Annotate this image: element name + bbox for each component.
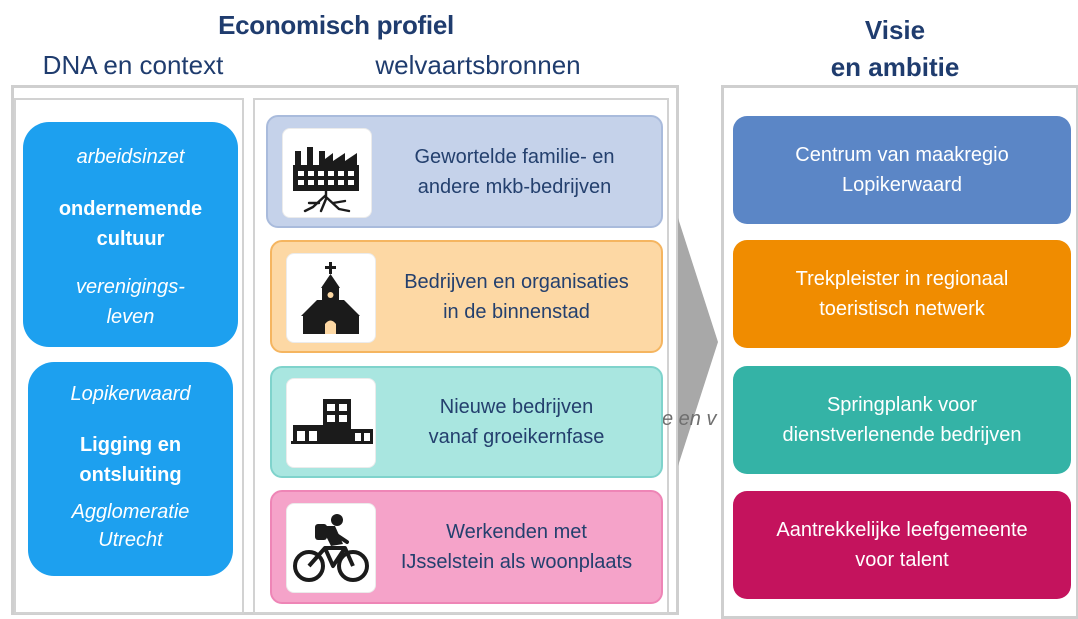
ghost-text: fie en v — [652, 408, 717, 430]
source-card-city-centre: Bedrijven en organisaties in de binnenst… — [270, 240, 663, 353]
visie-title-line1: Visie — [864, 15, 926, 45]
dna-box-location-line4: Agglomeratie — [71, 501, 190, 523]
source-card-city-centre-line1: Bedrijven en organisaties — [404, 270, 629, 293]
source-card-new-companies-text: Nieuwe bedrijven vanaf groeikernfase — [380, 368, 653, 476]
vision-card-services: Springplank voor dienstverlenende bedrij… — [733, 366, 1071, 474]
source-card-family-sme-line1: Gewortelde familie- en — [414, 145, 615, 168]
welvaartsbronnen-subtitle: welvaartsbronnen — [375, 50, 581, 80]
source-card-family-sme: Gewortelde familie- en andere mkb-bedrij… — [266, 115, 663, 228]
vision-card-services-line2: dienstverlenende bedrijven — [782, 424, 1022, 446]
visie-ambitie-title: Visie en ambitie — [780, 12, 1010, 86]
dna-box-culture-line4: verenigings- — [76, 276, 185, 298]
source-card-new-companies: Nieuwe bedrijven vanaf groeikernfase — [270, 366, 663, 478]
church-icon — [286, 252, 376, 343]
dna-box-location-line5: Utrecht — [98, 529, 163, 551]
dna-box-location-line2: Ligging en — [79, 434, 182, 456]
source-card-new-companies-line1: Nieuwe bedrijven — [439, 396, 594, 418]
source-card-family-sme-text: Gewortelde familie- en andere mkb-bedrij… — [376, 117, 653, 226]
vision-card-tourism-line1: Trekpleister in regionaal — [795, 268, 1009, 290]
vision-card-talent: Aantrekkelijke leefgemeente voor talent — [733, 491, 1071, 599]
source-card-city-centre-text: Bedrijven en organisaties in de binnenst… — [380, 242, 653, 351]
source-card-city-centre-line2: in de binnenstad — [443, 300, 590, 323]
source-card-residents-text: Werkenden met IJsselstein als woonplaats — [380, 492, 653, 602]
vision-card-manufacturing-line2: Lopikerwaard — [841, 174, 963, 196]
dna-box-location-line3: ontsluiting — [79, 464, 182, 486]
vision-card-tourism-line2: toeristisch netwerk — [819, 298, 985, 320]
source-card-residents-line1: Werkenden met — [446, 521, 587, 543]
vision-card-manufacturing: Centrum van maakregio Lopikerwaard — [733, 116, 1071, 224]
dna-box-culture-line5: leven — [106, 306, 155, 328]
cyclist-icon — [286, 503, 376, 593]
dna-box-location: Lopikerwaard Ligging en ontsluiting Aggl… — [28, 362, 233, 576]
vision-card-services-line1: Springplank voor — [826, 394, 978, 416]
industrial-buildings-icon — [286, 378, 376, 468]
vision-card-tourism: Trekpleister in regionaal toeristisch ne… — [733, 240, 1071, 348]
dna-context-subtitle: DNA en context — [42, 50, 224, 80]
source-card-new-companies-line2: vanaf groeikernfase — [428, 426, 605, 448]
vision-card-talent-line1: Aantrekkelijke leefgemeente — [776, 519, 1028, 541]
source-card-residents-line2: IJsselstein als woonplaats — [400, 551, 633, 573]
visie-title-line2: en ambitie — [830, 52, 960, 82]
dna-box-location-line1: Lopikerwaard — [70, 383, 191, 405]
source-card-family-sme-line2: andere mkb-bedrijven — [417, 175, 612, 198]
economisch-profiel-title: Economisch profiel — [218, 10, 454, 40]
vision-card-talent-line2: voor talent — [855, 549, 949, 571]
dna-box-culture-line1: arbeidsinzet — [76, 146, 185, 168]
dna-box-culture: arbeidsinzet ondernemende cultuur vereni… — [23, 122, 238, 347]
factory-roots-icon — [282, 127, 372, 218]
dna-box-culture-line2: ondernemende — [58, 198, 203, 220]
source-card-residents: Werkenden met IJsselstein als woonplaats — [270, 490, 663, 604]
vision-card-manufacturing-line1: Centrum van maakregio — [795, 144, 1009, 166]
flow-arrow-icon — [678, 218, 718, 466]
dna-box-culture-line3: cultuur — [96, 228, 165, 250]
